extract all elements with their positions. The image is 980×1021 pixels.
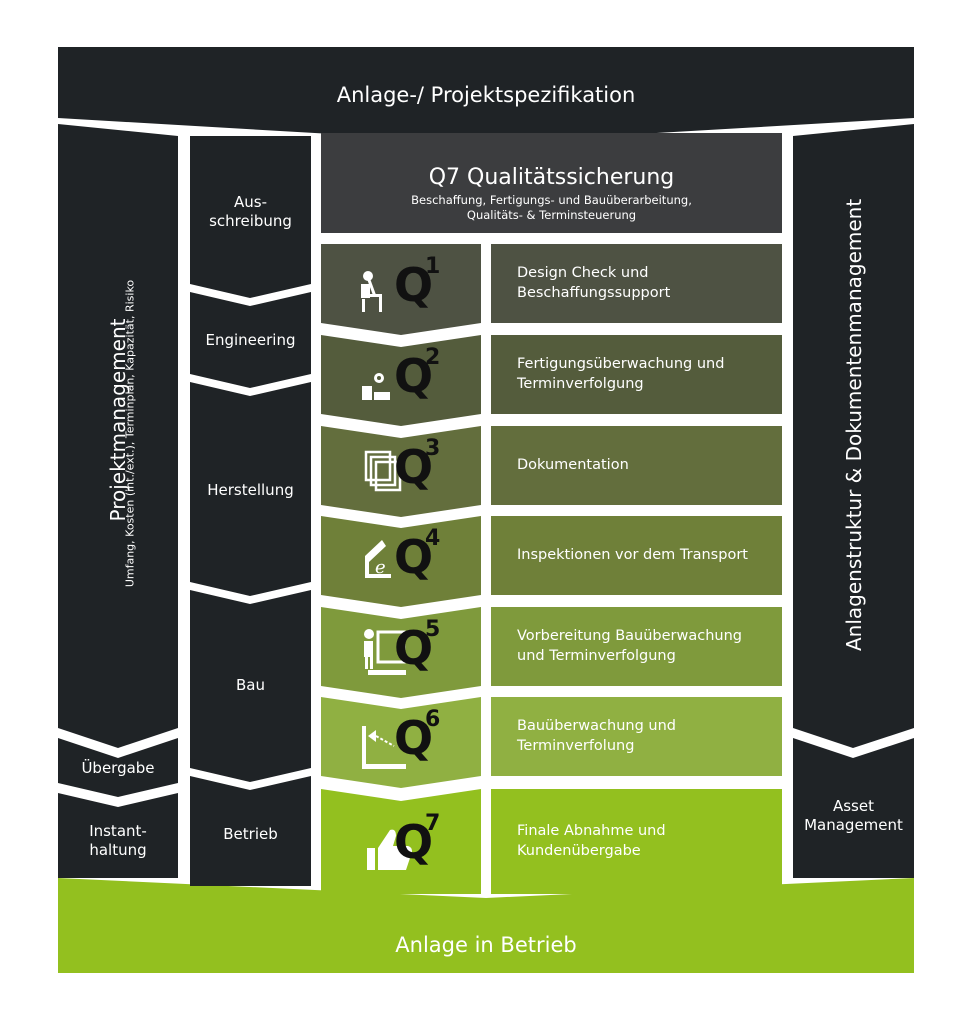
step-q1-description-line: Design Check und (517, 264, 649, 281)
step-q6-chevron (321, 697, 481, 788)
ausschreibung-line-2: schreibung (209, 212, 292, 230)
uebergabe-shape (58, 738, 178, 797)
step-q5-description-line: Vorbereitung Bauüberwachung (517, 627, 743, 644)
step-q2-chevron (321, 335, 481, 426)
top-banner-title: Anlage-/ Projektspezifikation (336, 83, 636, 108)
betrieb-shape (190, 776, 311, 886)
ausschreibung-shape (190, 136, 311, 298)
anlagenstruktur-shape (793, 124, 914, 748)
documents-icon (364, 450, 402, 492)
step-q5-description-line: und Terminverfolgung (517, 647, 676, 664)
step-q7-description-box (491, 789, 782, 894)
step-q4-letter: Q (394, 530, 434, 584)
phase-engineering: Engineering (205, 331, 296, 350)
bottom-banner-shape (58, 878, 914, 973)
instandhaltung-label: Instant- haltung (58, 815, 178, 867)
inspection-icon: e (365, 540, 391, 578)
step-q2-description-box (491, 335, 782, 414)
step-q7-number: 7 (425, 811, 441, 836)
step-q3-description-line: Dokumentation (517, 456, 629, 473)
step-q3-description-box (491, 426, 782, 505)
step-q1-letter: Q (394, 258, 434, 312)
step-q3-letter: Q (394, 440, 434, 494)
q7-header-line-2: Qualitäts- & Terminsteuerung (466, 207, 637, 222)
instandhaltung-line-1: Instant- (89, 821, 147, 840)
step-q2-description-line: Terminverfolgung (517, 375, 644, 392)
uebergabe-label: Übergabe (81, 759, 155, 778)
step-q5-number: 5 (425, 617, 441, 642)
ausschreibung-line-1: Aus- (234, 192, 267, 211)
step-q4-description: Inspektionen vor dem Transport (517, 516, 777, 595)
step-q5-description-box (491, 607, 782, 686)
step-q4-number: 4 (425, 526, 441, 551)
step-q6-description-box (491, 697, 782, 776)
step-q1-description-line: Beschaffungssupport (517, 284, 671, 301)
instandhaltung-line-2: haltung (89, 841, 147, 859)
step-q2-number: 2 (425, 345, 441, 370)
thumbs-up-icon (367, 829, 412, 870)
step-q7-description-line: Kundenübergabe (517, 842, 641, 859)
person-at-board-icon (364, 629, 406, 675)
q7-header-title: Q7 Qualitätssicherung (428, 164, 675, 190)
projektmanagement-subtitle: Umfang, Kosten (int./ext.), Terminplan, … (123, 279, 137, 588)
svg-text:e: e (375, 557, 386, 578)
engineering-shape (190, 292, 311, 388)
phase-ausschreibung: Aus- schreibung (190, 186, 311, 238)
anlagenstruktur-title: Anlagenstruktur & Dokumentenmanagement (842, 198, 866, 651)
step-q4-description-line: Inspektionen vor dem Transport (517, 546, 748, 563)
bau-shape (190, 590, 311, 782)
step-q2-letter: Q (394, 349, 434, 403)
q7-header-line-1: Beschaffung, Fertigungs- und Bauüberarbe… (411, 192, 692, 207)
step-q3-description: Dokumentation (517, 426, 777, 505)
projektmanagement-shape (58, 124, 178, 748)
step-q7-chevron (321, 789, 481, 894)
step-q1-chevron (321, 244, 481, 335)
step-q1-number: 1 (425, 254, 441, 279)
step-q6-description-line: Terminverfolung (517, 737, 635, 754)
step-q2-description-line: Fertigungsüberwachung und (517, 355, 725, 372)
site-supervision-icon (362, 726, 406, 769)
top-banner-shape (58, 47, 914, 143)
designer-at-desk-icon (361, 271, 382, 312)
step-q5-chevron (321, 607, 481, 698)
step-q3-number: 3 (425, 436, 441, 461)
step-q1-description-box (491, 244, 782, 323)
step-q6-description-line: Bauüberwachung und (517, 717, 676, 734)
asset-management-label: Asset Management (793, 790, 914, 842)
step-q4-description-box (491, 516, 782, 595)
step-q6-letter: Q (394, 711, 434, 765)
herstellung-shape (190, 382, 311, 596)
step-q5-letter: Q (394, 621, 434, 675)
phase-betrieb: Betrieb (223, 825, 278, 844)
instandhaltung-shape (58, 793, 178, 878)
bottom-banner-title: Anlage in Betrieb (395, 933, 577, 958)
step-q4-chevron (321, 516, 481, 607)
step-q7-letter: Q (394, 815, 434, 869)
step-q6-number: 6 (425, 707, 441, 732)
step-q7-description-line: Finale Abnahme und (517, 822, 666, 839)
asset-management-line-2: Management (804, 816, 903, 834)
q7-header-shape (321, 133, 782, 233)
production-blocks-icon (362, 373, 390, 400)
step-q5-description: Vorbereitung Bauüberwachung und Terminver… (517, 607, 777, 686)
phase-herstellung: Herstellung (207, 481, 294, 500)
asset-management-line-1: Asset (832, 796, 874, 815)
asset-management-shape (793, 738, 914, 878)
phase-bau: Bau (236, 676, 265, 695)
